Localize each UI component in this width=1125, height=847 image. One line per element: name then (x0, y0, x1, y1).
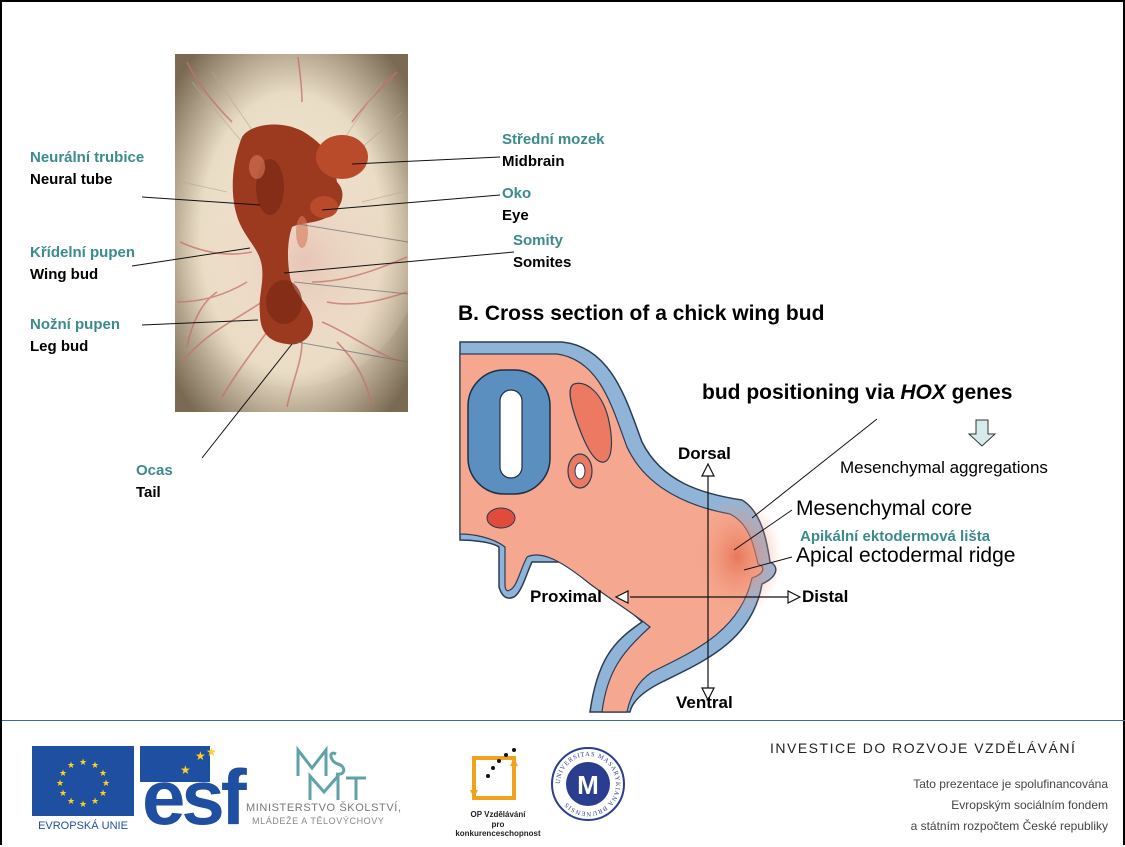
mesenchymal-core-shape (692, 497, 782, 617)
eu-logo: ★★★ ★★★ ★★★ ★★★ EVROPSKÁ UNIE (32, 746, 134, 834)
svg-text:★: ★ (59, 789, 67, 799)
label-eye-en: Eye (502, 207, 529, 225)
aer-label-en: Apical ectodermal ridge (796, 544, 1015, 568)
svg-text:★: ★ (67, 761, 75, 771)
hox-heading: bud positioning via HOX genes (702, 381, 1012, 405)
svg-text:★: ★ (79, 758, 87, 768)
esf-label: esf (142, 758, 243, 836)
msmt-line1: MINISTERSTVO ŠKOLSTVÍ, (246, 802, 402, 814)
cross-section-title: B. Cross section of a chick wing bud (458, 302, 824, 326)
label-leg-bud-en: Leg bud (30, 338, 88, 356)
msmt-mark-icon (292, 746, 372, 802)
muni-seal: M UNIVERSITAS MASARYKIANA BRUNENSIS (550, 746, 626, 822)
funding-line-3: a státním rozpočtem České republiky (911, 819, 1108, 833)
axis-proximal: Proximal (530, 588, 602, 606)
svg-text:★: ★ (99, 769, 107, 779)
op-logo: OP Vzdělávání pro konkurenceschopnost (448, 746, 548, 834)
eu-label: EVROPSKÁ UNIE (32, 820, 134, 832)
label-neural-tube-cz: Neurální trubice (30, 149, 144, 167)
investice-heading: INVESTICE DO ROZVOJE VZDĚLÁVÁNÍ (770, 740, 1076, 756)
funding-line-1: Tato prezentace je spolufinancována (913, 777, 1108, 791)
svg-text:★: ★ (79, 800, 87, 810)
university-seal-icon: M UNIVERSITAS MASARYKIANA BRUNENSIS (550, 746, 626, 822)
label-eye-cz: Oko (502, 185, 531, 203)
msmt-line2: MLÁDEŽE A TĚLOVÝCHOVY (252, 816, 384, 826)
label-neural-tube-en: Neural tube (30, 171, 113, 189)
label-wing-bud-cz: Křídelní pupen (30, 244, 135, 262)
svg-text:★: ★ (59, 769, 67, 779)
label-tail-en: Tail (136, 484, 161, 502)
axis-ventral: Ventral (676, 694, 733, 712)
label-somites-cz: Somity (513, 232, 563, 250)
footer-divider (2, 720, 1125, 721)
seal-mark: M (577, 770, 599, 800)
aorta-shape (487, 508, 515, 528)
svg-text:★: ★ (56, 779, 64, 789)
op-mark-icon (466, 746, 526, 806)
svg-text:★: ★ (67, 797, 75, 807)
funding-line-2: Evropským sociálním fondem (951, 798, 1108, 812)
svg-text:★: ★ (102, 779, 110, 789)
label-midbrain-cz: Střední mozek (502, 131, 605, 149)
label-leg-bud-cz: Nožní pupen (30, 316, 120, 334)
down-arrow-icon (969, 420, 995, 446)
svg-text:★: ★ (91, 797, 99, 807)
label-midbrain-en: Midbrain (502, 153, 565, 171)
svg-text:★: ★ (91, 761, 99, 771)
label-somites-en: Somites (513, 254, 571, 272)
op-line2: pro konkurenceschopnost (448, 820, 548, 838)
msmt-logo: MINISTERSTVO ŠKOLSTVÍ, MLÁDEŽE A TĚLOVÝC… (246, 746, 446, 834)
label-wing-bud-en: Wing bud (30, 266, 98, 284)
svg-text:★: ★ (99, 789, 107, 799)
esf-logo: ★★★ esf (140, 746, 242, 834)
axis-dorsal: Dorsal (678, 445, 731, 463)
mesenchymal-aggregations-label: Mesenchymal aggregations (840, 458, 1048, 478)
op-line1: OP Vzdělávání (448, 810, 548, 819)
mesenchymal-core-label: Mesenchymal core (796, 497, 972, 521)
axis-distal: Distal (802, 588, 848, 606)
label-tail-cz: Ocas (136, 462, 173, 480)
